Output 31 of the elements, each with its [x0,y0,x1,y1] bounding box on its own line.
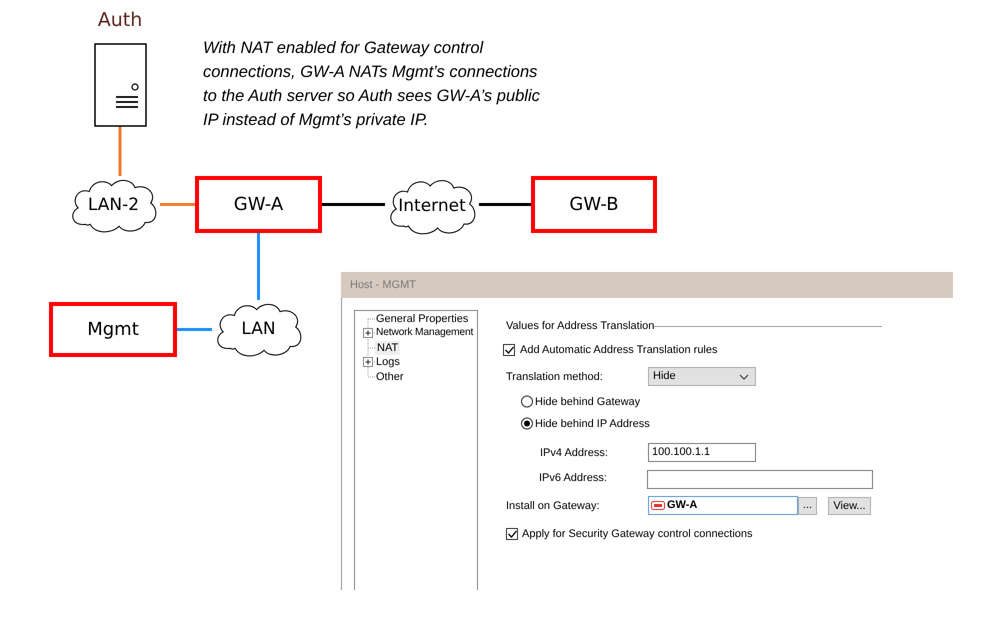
gateway-box: Mgmt [49,302,177,357]
tree-item: General Properties [376,312,468,326]
connection-line [118,126,122,176]
section-heading: Values for Address Translation [506,319,654,333]
field-label: IPv6 Address: [539,471,607,485]
annotation-text: With NAT enabled for Gateway control connections, GW-A NATs Mgmt’s connections to the Auth server so Auth sees GW-A’s public IP instead of Mgmt’s private IP. [203,38,541,131]
browse-button: ... [798,497,817,515]
input-field: GW-A [648,496,798,515]
connection-line [479,203,531,206]
field-label: Translation method: [506,370,603,384]
dialog-title-bar: Host - MGMT [341,272,953,298]
view-button: View... [828,497,871,515]
dropdown: Hide [648,367,756,386]
tree-item: Logs [376,355,400,369]
tree-item: Other [376,370,404,384]
field-label: Install on Gateway: [506,499,600,513]
radio-label: Hide behind IP Address [535,417,650,431]
field-label: IPv4 Address: [540,446,608,460]
gateway-box: GW-A [195,176,322,233]
input-field: 100.100.1.1 [648,443,756,462]
connection-line [257,233,260,300]
checkbox-label: Add Automatic Address Translation rules [520,343,718,357]
connection-line [160,203,195,206]
checkbox-label: Apply for Security Gateway control connections [522,527,753,541]
radio-label: Hide behind Gateway [535,395,640,409]
tree-item-selected: NAT [375,341,400,355]
connection-line [322,203,385,206]
connection-line [177,328,212,331]
gateway-box: GW-B [531,176,657,233]
server-label: Auth [96,8,144,32]
tree-item: Network Management [376,326,474,340]
